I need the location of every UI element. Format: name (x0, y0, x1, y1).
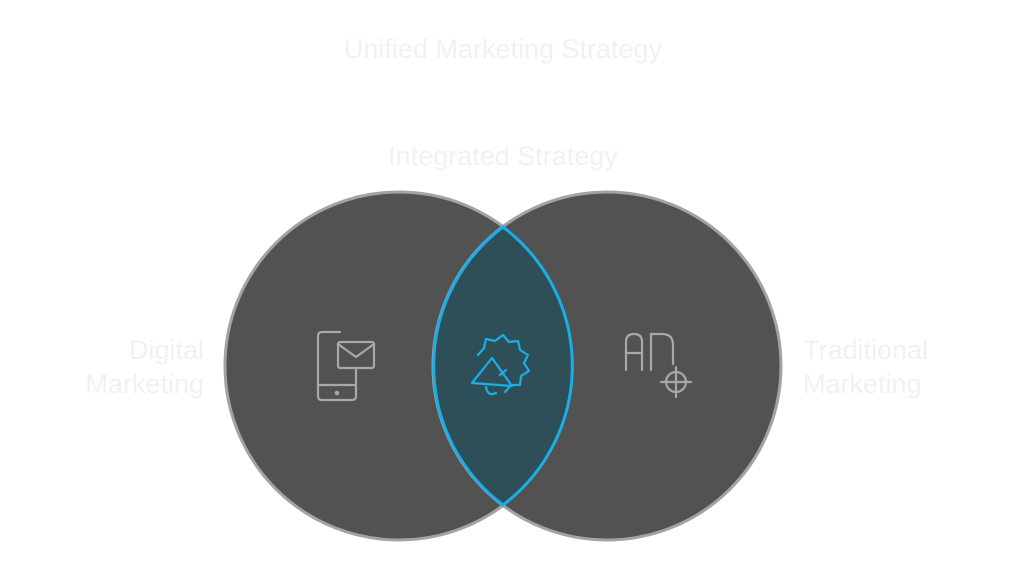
megaphone-icon (470, 333, 531, 396)
digital-marketing-label: Digital Marketing (40, 333, 204, 401)
ad-target-icon (624, 332, 693, 399)
mobile-email-icon (316, 330, 376, 402)
overlap-region (432, 192, 574, 540)
diagram-title: Unified Marketing Strategy (343, 34, 663, 64)
digital-marketing-label-line-1: Digital (128, 335, 204, 365)
traditional-marketing-label-line-2: Marketing (803, 369, 922, 399)
traditional-marketing-label: Traditional Marketing (803, 333, 983, 401)
digital-marketing-label-line-2: Marketing (85, 369, 204, 399)
traditional-marketing-label-line-1: Traditional (803, 335, 929, 365)
overlap-label: Integrated Strategy (388, 141, 618, 171)
